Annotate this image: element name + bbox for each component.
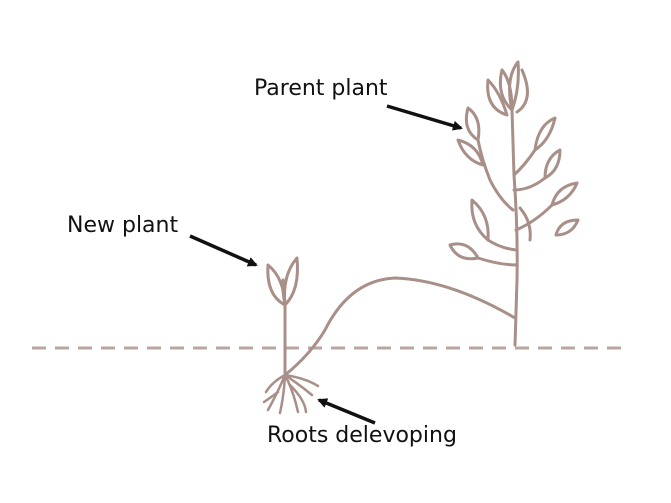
roots — [262, 373, 320, 415]
roots-label: Roots delevoping — [267, 423, 457, 448]
new-plant — [266, 256, 299, 377]
parent-plant-arrow — [386, 104, 463, 131]
new-plant-label: New plant — [67, 213, 179, 238]
parent-plant — [448, 60, 580, 347]
roots-arrow — [317, 398, 376, 425]
parent-plant-label: Parent plant — [254, 76, 388, 101]
layered-stem — [283, 276, 517, 377]
new-plant-arrow — [189, 234, 258, 267]
